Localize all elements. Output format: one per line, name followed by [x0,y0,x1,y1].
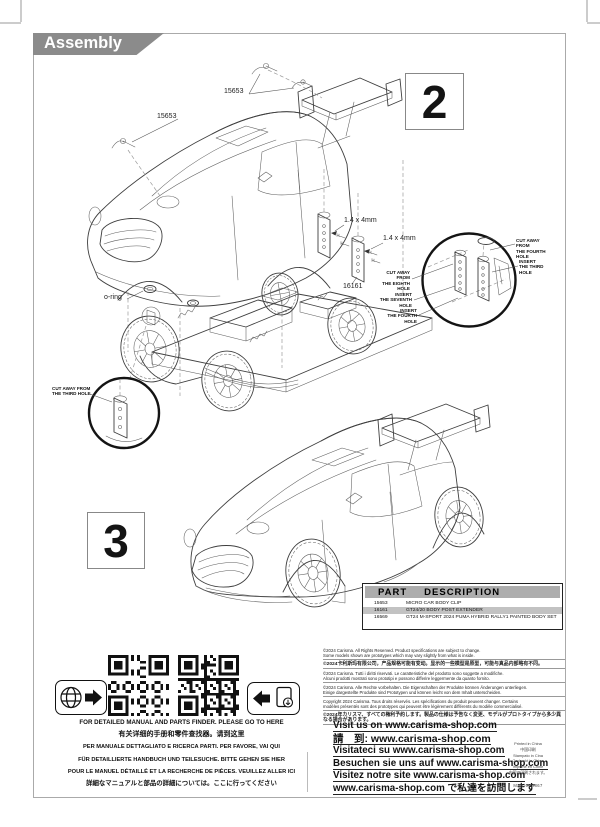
copyright-zh: ©2024卡利斯玛有限公司，产品规格可能有变动。显示的一些模型是原型，可能与真品… [323,662,565,670]
table-row: 15653 MICRO CAR BODY CLIP [363,600,562,607]
step-2-box: 2 [405,73,464,130]
qr-code-parts [178,655,239,716]
note-line-en: FOR DETAILED MANUAL AND PARTS FINDER. PL… [79,719,284,726]
scan-artifact [0,22,21,24]
scan-artifact [578,798,597,800]
copyright-block: ©2024 Carisma. All Rights Reserved. Prod… [323,648,565,727]
callout-cut-third-hole: CUT AWAY FROM THE THIRD HOLE [52,386,91,397]
printed-line: 中国で印刷されます。 [508,769,548,775]
part-number: 16569 [374,615,388,621]
assembled-car-drawing [183,403,491,608]
part-label-16161: 16161 [343,283,363,290]
qr-code-manual [108,655,169,716]
part-label-15653-top: 15653 [224,88,244,95]
copyright-it: ©2024 Carisma. Tutti i diritti riservati… [323,671,565,684]
parts-header-description: DESCRIPTION [424,586,501,598]
part-number: 16161 [374,608,388,614]
manual-note-block: FOR DETAILED MANUAL AND PARTS FINDER. PL… [40,717,323,790]
note-line-de: FÜR DETAILLIERTE HANDBUCH UND TEILESUCHE… [78,756,285,763]
screw-label-2: 1.4 x 4mm [383,235,416,242]
printed-line: Gedruckt in China [512,758,544,764]
page-border [33,33,566,798]
website-icon-box [55,680,107,715]
copyright-ja: ©2024年カリスマ、すべての権利予約します。製品の仕様は予告なく変更、モデルが… [323,713,565,726]
part-number: 15653 [374,601,388,607]
part-description: GT24/20 BODY POST EXTENDER [406,608,483,614]
website-line-it: Visitateci su www.carisma-shop.com [333,745,505,758]
callout-insert-third-hole: INSERT THE THIRD HOLE [519,259,544,275]
step-3-number: 3 [103,514,129,567]
scan-artifact [587,22,600,24]
printed-line: 中国印刷 [520,746,536,752]
printed-in-block: Printed in China 中国印刷 Stampato in Cina G… [497,741,559,776]
callout-cut-fourth-hole: CUT AWAY FROM THE FOURTH HOLE [516,238,546,260]
printed-line: Printed in China [514,741,542,746]
oring-label: o-ring [104,294,122,301]
note-line-zh: 有关详细的手册和零件查找器。请到这里 [118,731,245,739]
part-label-15653-left: 15653 [157,113,177,120]
callout-cut-eighth-hole: CUT AWAY FROM THE EIGHTH HOLE [382,270,410,292]
manual-code: MAN-00D867 [513,783,543,788]
section-banner: Assembly [33,33,164,55]
website-line-en: Visit us on www.carisma-shop.com [333,720,497,732]
part-description: MICRO CAR BODY CLIP [406,601,462,607]
arrow-document-icon [253,686,294,708]
note-line-it: PER MANUALE DETTAGLIATO E RICERCA PARTI.… [83,744,280,751]
website-line-zh: 請 到: www.carisma-shop.com [333,732,491,745]
table-row: 16569 GT24 M-SPORT 2024 PUMA HYBRID RALL… [363,614,562,621]
step-3-box: 3 [87,512,145,569]
globe-arrow-icon [60,686,102,709]
scan-artifact [20,0,22,22]
table-row: 16161 GT24/20 BODY POST EXTENDER [363,607,562,615]
manual-icon-box [247,682,300,715]
callout-insert-fourth-hole: INSERT THE FOURTH HOLE [387,308,417,324]
screw-label-1: 1.4 x 4mm [344,217,377,224]
step-2-number: 2 [421,75,448,128]
callout-circle-small [87,376,161,450]
parts-table-header: PART DESCRIPTION [365,586,560,598]
parts-table: PART DESCRIPTION 15653 MICRO CAR BODY CL… [362,583,563,630]
website-line-fr: Visitez notre site www.carisma-shop.com [333,770,526,783]
part-description: GT24 M-SPORT 2024 PUMA HYBRID RALLY1 PAI… [406,615,557,621]
website-block: Visit us on www.carisma-shop.com 請 到: ww… [333,720,549,797]
printed-line: Imprimé en Chine [512,764,544,770]
printed-line: Stampato in Cina [513,752,543,758]
footer-divider [307,752,308,792]
scan-artifact [586,0,588,22]
website-line-ja: www.carisma-shop.com で私達を訪問します [333,782,536,795]
website-line-de: Besuchen sie uns auf www.carisma-shop.co… [333,757,549,770]
body-shell-drawing [87,63,404,396]
note-line-ja: 詳細なマニュアルと部品の詳細については。ここに行ってください [86,779,277,787]
copyright-de: ©2024 Carisma. Alle Rechte vorbehalten. … [323,685,565,698]
parts-header-part: PART [378,586,408,598]
note-line-fr: POUR LE MANUEL DÉTAILLÉ ET LA RECHERCHE … [67,768,296,775]
callout-insert-seventh-hole: INSERT THE SEVENTH HOLE [379,292,412,308]
copyright-fr: Copyright 2024 Carisma. Tous droits rése… [323,699,565,712]
callout-circle-large [411,232,519,328]
copyright-en: ©2024 Carisma. All Rights Reserved. Prod… [323,648,565,661]
chassis-drawing [120,168,433,412]
section-title: Assembly [44,34,122,52]
